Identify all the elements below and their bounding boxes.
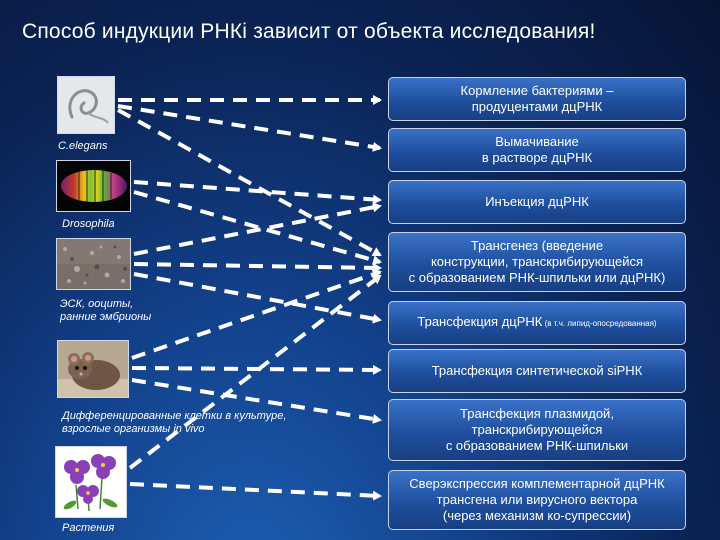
arrow-stemcells-to-transgenesis — [133, 262, 382, 273]
method-box-plasmid-transfection: Трансфекция плазмидой, транскрибирующейс… — [388, 399, 686, 461]
organism-label-line: ЭСК, ооциты, — [60, 298, 134, 310]
organism-label-line: ранние эмбрионы — [60, 311, 152, 323]
organism-label-stem-cells: ЭСК, ооциты, ранние эмбрионы — [60, 298, 151, 324]
method-text-line: Трансфекция плазмидой, — [460, 406, 614, 421]
organism-label-c-elegans: C.elegans — [58, 140, 108, 152]
method-text-line: Кормление бактериями – — [460, 83, 614, 98]
method-box-soaking: Вымачивание в растворе дцРНК — [388, 128, 686, 172]
oocyte-micrograph-image — [56, 238, 131, 290]
method-box-transgenesis: Трансгенез (введение конструкции, транск… — [388, 232, 686, 292]
flower-icon — [56, 447, 126, 517]
micrograph-icon — [57, 239, 130, 289]
method-text-main: Трансфекция дцРНК — [417, 314, 543, 329]
organism-label-plants: Растения — [62, 522, 115, 534]
arrow-drosophila-to-transgenesis — [133, 190, 382, 265]
organism-label-line: Дифференцированные клетки в культуре, — [62, 410, 287, 422]
method-box-bacteria-feeding: Кормление бактериями – продуцентами дцРН… — [388, 77, 686, 121]
drosophila-embryo-image — [56, 160, 131, 212]
organism-label-differentiated-cells: Дифференцированные клетки в культуре, вз… — [62, 410, 286, 436]
method-box-sirna-transfection: Трансфекция синтетической siРНК — [388, 349, 686, 393]
method-text-line: транскрибирующейся — [471, 422, 603, 437]
arrow-stemcells-to-dsrna — [133, 272, 382, 324]
method-text-line: с образованием РНК-шпильки или дцРНК) — [408, 270, 666, 285]
method-text-line: Трансгенез (введение — [470, 238, 604, 253]
method-text-line: Трансфекция синтетической siРНК — [431, 363, 643, 378]
method-text-line: Инъекция дцРНК — [485, 194, 589, 209]
method-box-overexpression: Сверэкспрессия комплементарной дцРНК тра… — [388, 470, 686, 530]
slide-title: Способ индукции РНКi зависит от объекта … — [22, 20, 596, 43]
method-text-note: (в т.ч. липид-опосредованная) — [542, 319, 657, 328]
arrow-mouse-to-transgenesis — [131, 269, 382, 360]
method-text-line: в растворе дцРНК — [481, 150, 593, 165]
method-box-injection: Инъекция дцРНК — [388, 180, 686, 224]
method-text-line: Вымачивание — [495, 134, 579, 149]
worm-icon — [58, 77, 114, 133]
method-text-line: трансгена или вирусного вектора — [436, 492, 638, 507]
embryo-icon — [57, 161, 130, 211]
arrow-stemcells-to-injection — [133, 202, 382, 256]
method-text-line: Сверэкспрессия комплементарной дцРНК — [409, 476, 665, 491]
mouse-icon — [58, 341, 128, 397]
method-text-line: продуцентами дцРНК — [471, 99, 603, 114]
arrow-plants-to-overexpression — [129, 482, 382, 501]
organism-label-drosophila: Drosophila — [62, 218, 115, 230]
c-elegans-image — [57, 76, 115, 134]
violet-flowers-image — [55, 446, 127, 518]
arrow-drosophila-to-injection — [133, 180, 382, 205]
arrow-celegans-to-transgenesis — [117, 108, 382, 257]
method-text-line: с образованием РНК-шпильки — [445, 438, 629, 453]
arrow-mouse-to-plasmid — [131, 378, 382, 424]
arrow-plants-to-transgenesis — [128, 274, 382, 470]
method-text-line: конструкции, транскрибирующейся — [430, 254, 644, 269]
mouse-image — [57, 340, 129, 398]
arrow-mouse-to-sirna — [131, 364, 382, 375]
arrow-celegans-to-soaking — [117, 104, 382, 152]
method-box-dsrna-transfection: Трансфекция дцРНК (в т.ч. липид-опосредо… — [388, 301, 686, 345]
method-text-line: (через механизм ко-супрессии) — [442, 508, 632, 523]
organism-label-line: взрослые организмы in vivo — [62, 423, 205, 435]
